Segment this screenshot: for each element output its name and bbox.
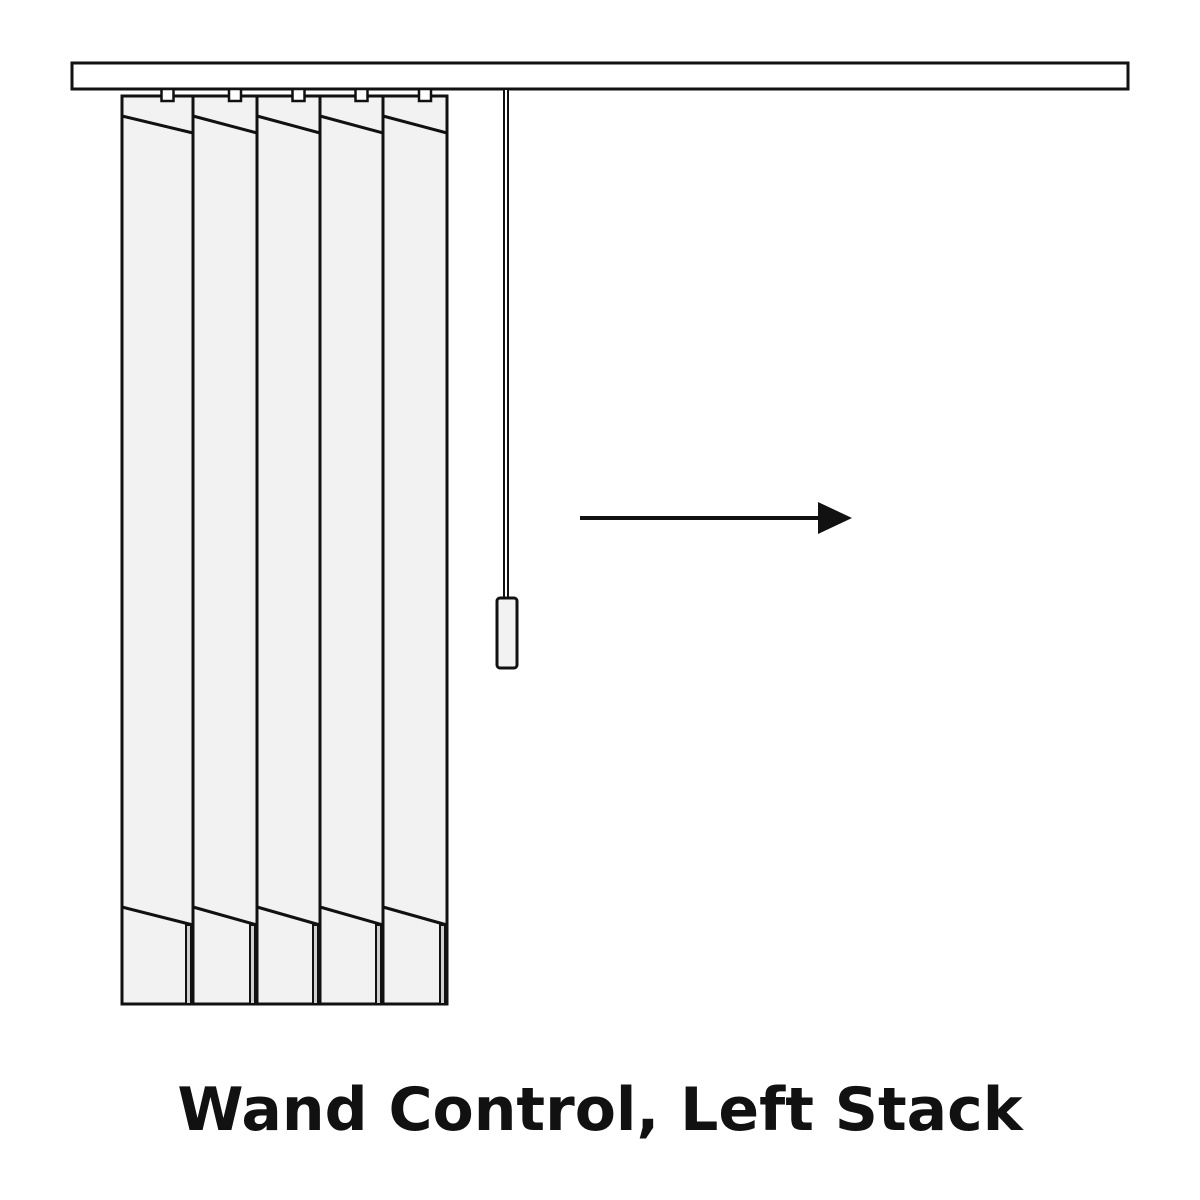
vane-body [318,94,385,1006]
vane-icon [120,87,195,1006]
headrail [70,61,1130,91]
vane-hanger-clip [160,87,175,103]
vane-icon [381,87,449,1006]
vane-body [381,94,449,1006]
wand-icon [495,90,519,670]
vane-weight-line [319,905,384,927]
vane-weight-line [192,905,258,927]
wand-handle [495,596,519,670]
diagram-caption: Wand Control, Left Stack [177,1075,1023,1145]
vane-body [255,94,322,1006]
vane-edge-shadow [185,924,192,1005]
direction-arrow-icon [580,502,852,534]
vane-body [120,94,195,1006]
vane-top-fold [319,114,384,135]
vane-edge-shadow [249,924,256,1005]
vane-weight-line [121,905,194,927]
vane-hanger-clip [354,87,369,103]
vane-top-fold [256,114,321,135]
vane-weight-line [382,905,448,927]
vane-edge-shadow [312,924,319,1005]
vane-top-fold [121,114,194,135]
vane-icon [255,87,322,1006]
vane-top-fold [382,114,448,135]
vanes-group [120,87,449,1006]
vane-hanger-clip [227,87,243,103]
vane-edge-shadow [439,924,446,1005]
vane-weight-line [256,905,321,927]
vane-icon [191,87,259,1006]
arrow-head [818,502,852,534]
vane-top-fold [192,114,258,135]
vane-body [191,94,259,1006]
vane-hanger-clip [291,87,306,103]
vane-icon [318,87,385,1006]
vane-hanger-clip [417,87,433,103]
vane-edge-shadow [375,924,382,1005]
